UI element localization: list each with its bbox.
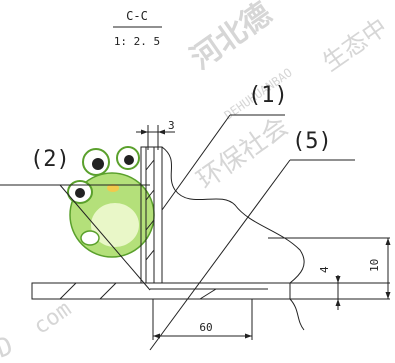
frog-pupil-right (124, 155, 134, 165)
arrow (335, 299, 341, 306)
watermark-latin2: com (29, 297, 76, 340)
callout-labels: (1) (2) (5) (30, 83, 332, 172)
base-hatch (199, 288, 217, 300)
section-title: C-C (126, 9, 148, 23)
leader-5-diag (149, 159, 291, 351)
watermark-line2: 生态中 (317, 13, 392, 77)
frog-cheek (107, 184, 119, 192)
frog-pupil-lower (75, 188, 85, 198)
base-hatch (99, 282, 117, 300)
hatch (145, 159, 155, 171)
arrow (385, 238, 391, 245)
arrow (153, 333, 160, 339)
hatch (145, 249, 155, 261)
arrow (158, 129, 165, 135)
arrowheads (141, 129, 391, 339)
dimension-labels: 3 60 4 10 (168, 119, 381, 334)
callout-2: (2) (30, 147, 70, 172)
frog-belly (91, 203, 139, 247)
watermark-line3: 环保社会 (192, 111, 294, 195)
leader-1 (161, 114, 231, 211)
leader-2-diag (59, 184, 151, 291)
break-outline-bottom (289, 298, 305, 331)
drawing-lines (0, 114, 390, 351)
hatch (145, 189, 155, 201)
arrow (141, 129, 148, 135)
dim-top-label: 3 (168, 119, 175, 132)
callout-1: (1) (248, 83, 288, 108)
section-title-block: C-C 1: 2. 5 (113, 9, 162, 48)
section-scale: 1: 2. 5 (114, 35, 160, 48)
base-hatch (59, 282, 77, 300)
dim-right-large-label: 10 (368, 259, 381, 272)
arrow (385, 292, 391, 299)
frog-hand (80, 230, 100, 246)
dim-right-small-label: 4 (318, 266, 331, 273)
callout-5: (5) (292, 129, 332, 154)
frog-mascot (67, 146, 155, 258)
break-outline (161, 146, 305, 284)
arrow (245, 333, 252, 339)
watermark-line1: 河北德 (185, 0, 279, 77)
watermark-latin3: D (0, 331, 17, 358)
base-plate (31, 282, 291, 300)
arrow (335, 276, 341, 283)
frog-pupil-left (92, 158, 104, 170)
hatch (145, 219, 155, 231)
dim-bottom-label: 60 (199, 321, 212, 334)
